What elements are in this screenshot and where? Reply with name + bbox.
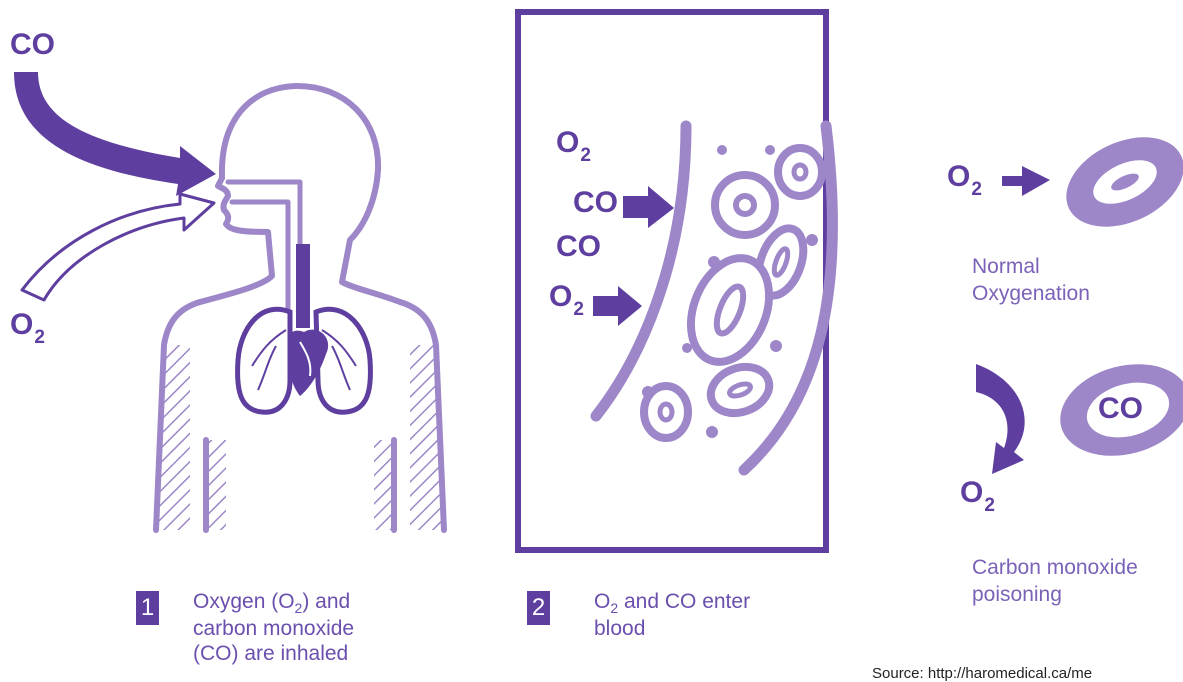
- co-poisoning-diagram: [976, 350, 1183, 474]
- blood-label-o2-top: O2: [556, 128, 591, 158]
- step-1-badge: 1: [136, 591, 159, 625]
- right-o2-top-label: O2: [947, 162, 982, 192]
- right-o2-bottom-label: O2: [960, 478, 995, 508]
- normal-oxygenation-diagram: [1002, 120, 1183, 245]
- blood-label-co-2: CO: [556, 232, 601, 262]
- step-2-caption: O2 and CO enter blood: [594, 589, 750, 641]
- co-label-left: CO: [10, 30, 55, 60]
- source-citation: Source: http://haromedical.ca/me: [872, 665, 1092, 682]
- step-2-badge: 2: [527, 591, 550, 625]
- co-poisoning-caption: Carbon monoxide poisoning: [972, 554, 1138, 608]
- normal-oxygenation-caption: Normal Oxygenation: [972, 253, 1090, 307]
- blood-label-o2-bottom: O2: [549, 282, 584, 312]
- co-inhale-arrow: [14, 72, 216, 196]
- step-1-caption: Oxygen (O2) and carbon monoxide (CO) are…: [193, 589, 354, 666]
- cell-co-label: CO: [1098, 394, 1143, 424]
- o2-label-left: O2: [10, 310, 45, 340]
- o2-inhale-arrow: [22, 194, 214, 300]
- blood-label-co-1: CO: [573, 188, 618, 218]
